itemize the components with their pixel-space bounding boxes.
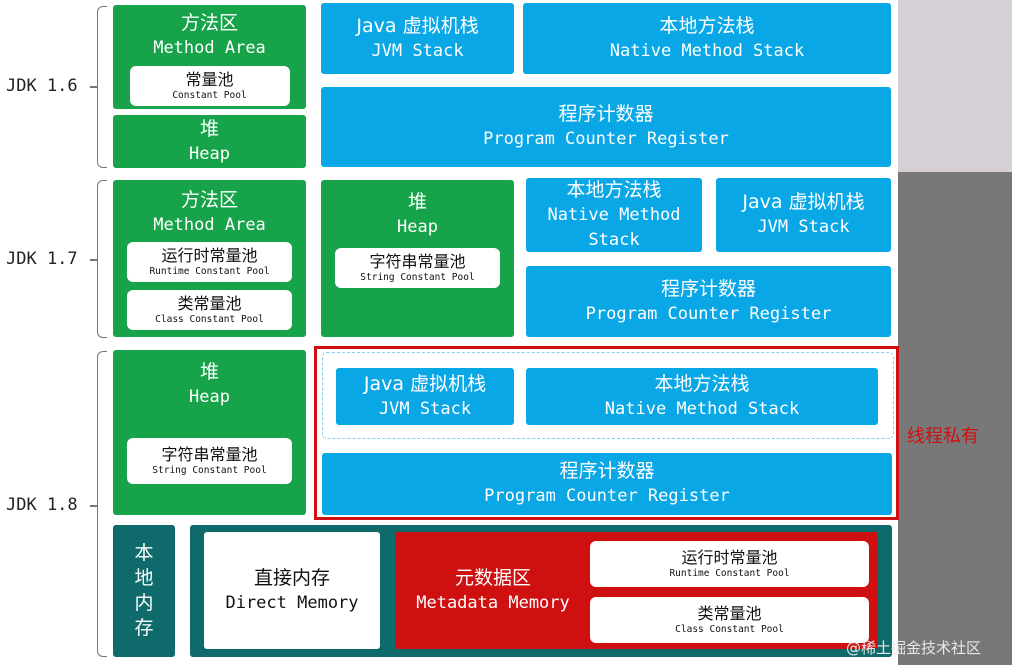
- jdk18-pc-en: Program Counter Register: [484, 486, 730, 506]
- jdk17-runtime-constant-pool: 运行时常量池 Runtime Constant Pool: [127, 242, 292, 282]
- jdk18-direct-memory: 直接内存 Direct Memory: [204, 532, 380, 649]
- jdk18-brace: [97, 351, 107, 657]
- jdk16-native-stack: 本地方法栈 Native Method Stack: [523, 3, 891, 74]
- jdk18-class-pool-zh: 类常量池: [697, 604, 762, 623]
- metadata-zh: 元数据区: [454, 566, 531, 589]
- jdk18-heap-zh: 堆: [199, 361, 219, 383]
- jdk17-tick: [90, 259, 98, 261]
- jdk18-string-pool-zh: 字符串常量池: [161, 445, 258, 464]
- jdk17-class-pool-zh: 类常量池: [177, 294, 242, 313]
- jdk16-jvm-stack-zh: Java 虚拟机栈: [356, 14, 479, 37]
- jdk16-pc-en: Program Counter Register: [483, 129, 729, 149]
- jdk17-class-constant-pool: 类常量池 Class Constant Pool: [127, 290, 292, 330]
- jdk18-string-constant-pool: 字符串常量池 String Constant Pool: [127, 438, 292, 484]
- jdk17-jvm-stack-en: JVM Stack: [757, 217, 850, 237]
- jdk18-class-pool-en: Class Constant Pool: [675, 624, 784, 635]
- jdk17-pc-zh: 程序计数器: [660, 277, 756, 300]
- jdk17-jvm-stack: Java 虚拟机栈 JVM Stack: [716, 178, 891, 252]
- jdk17-native-stack-zh: 本地方法栈: [566, 178, 662, 201]
- jdk17-class-pool-en: Class Constant Pool: [155, 314, 264, 325]
- jdk18-native-stack-en: Native Method Stack: [604, 398, 800, 419]
- jdk18-heap-en: Heap: [189, 387, 230, 407]
- jdk18-pc-register: 程序计数器 Program Counter Register: [322, 453, 892, 515]
- native-memory-char-3: 内: [134, 592, 154, 614]
- jdk18-string-pool-en: String Constant Pool: [152, 465, 267, 476]
- jdk18-runtime-constant-pool: 运行时常量池 Runtime Constant Pool: [590, 541, 869, 587]
- jdk17-string-pool-en: String Constant Pool: [360, 272, 475, 283]
- jdk18-heap: 堆 Heap 字符串常量池 String Constant Pool: [113, 350, 306, 515]
- jdk16-label: JDK 1.6: [6, 76, 78, 96]
- jdk17-pc-register: 程序计数器 Program Counter Register: [526, 266, 891, 337]
- native-memory-char-4: 存: [134, 617, 154, 639]
- jdk17-string-constant-pool: 字符串常量池 String Constant Pool: [335, 248, 500, 288]
- jdk17-label: JDK 1.7: [6, 249, 78, 269]
- jdk17-heap-en: Heap: [397, 217, 438, 237]
- jdk17-method-area-en: Method Area: [153, 215, 266, 235]
- jdk16-jvm-stack: Java 虚拟机栈 JVM Stack: [321, 3, 514, 74]
- right-top-image: [898, 0, 1012, 172]
- direct-memory-en: Direct Memory: [225, 592, 359, 613]
- jdk18-native-stack-zh: 本地方法栈: [654, 372, 750, 395]
- jdk17-method-area: 方法区 Method Area 运行时常量池 Runtime Constant …: [113, 180, 306, 337]
- jdk17-string-pool-zh: 字符串常量池: [369, 252, 466, 271]
- jdk16-pc-register: 程序计数器 Program Counter Register: [321, 87, 891, 167]
- jdk18-label: JDK 1.8: [6, 495, 78, 515]
- jdk18-native-stack: 本地方法栈 Native Method Stack: [526, 368, 878, 425]
- jdk16-constant-pool-en: Constant Pool: [172, 90, 247, 101]
- jdk18-class-constant-pool: 类常量池 Class Constant Pool: [590, 597, 869, 643]
- metadata-en: Metadata Memory: [416, 592, 570, 613]
- native-memory-char-2: 地: [134, 567, 154, 589]
- thread-private-dashed-group: [322, 352, 894, 439]
- watermark-text: @稀土掘金技术社区: [846, 639, 982, 657]
- jdk18-native-memory-label: 本 地 内 存: [113, 525, 175, 657]
- jdk17-runtime-pool-en: Runtime Constant Pool: [149, 266, 270, 277]
- jdk16-tick: [90, 86, 98, 88]
- jdk18-tick: [90, 505, 98, 507]
- jdk17-method-area-zh: 方法区: [180, 189, 238, 211]
- jdk18-runtime-pool-zh: 运行时常量池: [681, 548, 778, 567]
- jdk18-metadata-title: 元数据区 Metadata Memory: [395, 532, 591, 649]
- jdk17-heap: 堆 Heap 字符串常量池 String Constant Pool: [321, 180, 514, 337]
- jdk17-heap-zh: 堆: [407, 191, 427, 213]
- jdk16-method-area-zh: 方法区: [180, 12, 238, 34]
- jdk18-jvm-stack: Java 虚拟机栈 JVM Stack: [336, 368, 514, 425]
- direct-memory-zh: 直接内存: [253, 566, 330, 589]
- jdk16-constant-pool: 常量池 Constant Pool: [129, 66, 290, 106]
- jdk16-method-area: 方法区 Method Area 常量池 Constant Pool: [113, 5, 306, 109]
- jdk18-pc-zh: 程序计数器: [559, 460, 655, 482]
- jdk16-native-stack-zh: 本地方法栈: [659, 14, 755, 37]
- jdk17-brace: [97, 180, 107, 338]
- jdk16-constant-pool-zh: 常量池: [185, 70, 234, 89]
- jdk16-method-area-en: Method Area: [153, 38, 266, 58]
- jdk18-jvm-stack-zh: Java 虚拟机栈: [363, 372, 487, 395]
- jdk17-runtime-pool-zh: 运行时常量池: [161, 246, 258, 265]
- thread-private-label: 线程私有: [907, 426, 979, 447]
- jdk17-jvm-stack-zh: Java 虚拟机栈: [742, 191, 865, 213]
- jdk18-runtime-pool-en: Runtime Constant Pool: [669, 568, 790, 579]
- native-memory-char-1: 本: [134, 542, 154, 564]
- jdk17-native-stack: 本地方法栈 Native Method Stack: [526, 178, 702, 252]
- jdk16-native-stack-en: Native Method Stack: [609, 40, 805, 61]
- right-gray-strip: [898, 172, 1012, 665]
- jdk16-heap-en: Heap: [189, 143, 230, 164]
- jdk17-native-stack-en1: Native Method: [547, 204, 681, 225]
- jdk16-heap-zh: 堆: [199, 117, 219, 140]
- jdk16-jvm-stack-en: JVM Stack: [371, 40, 464, 61]
- jdk17-pc-en: Program Counter Register: [585, 303, 832, 324]
- jdk16-brace: [97, 6, 107, 168]
- jdk17-native-stack-en2: Stack: [588, 229, 640, 250]
- jdk16-pc-zh: 程序计数器: [558, 103, 654, 125]
- thread-private-frame: [314, 346, 899, 520]
- jdk16-heap: 堆 Heap: [113, 115, 306, 168]
- jdk18-jvm-stack-en: JVM Stack: [378, 398, 472, 419]
